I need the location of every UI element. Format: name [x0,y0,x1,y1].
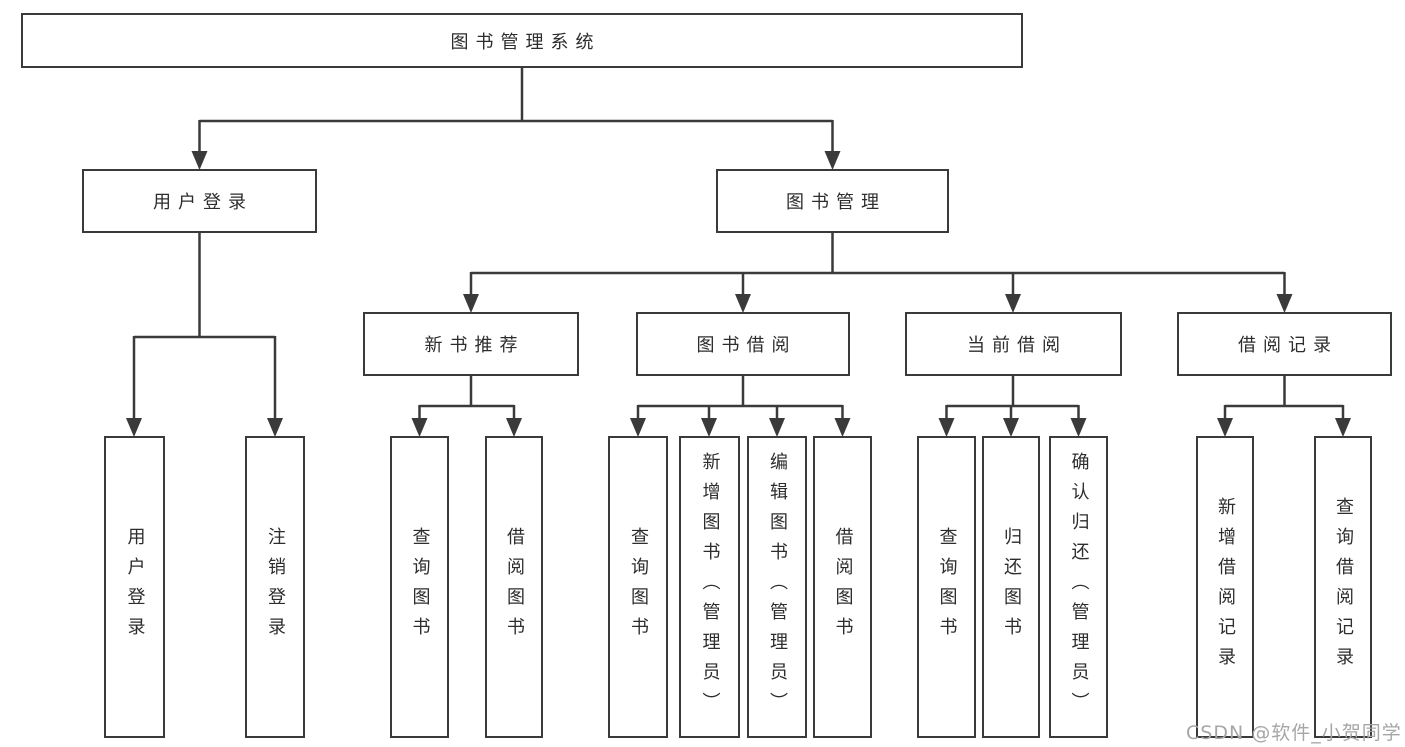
node-book-management: 图书管理 [716,169,949,233]
leaf-query-borrow-record-label: 查询借阅记录 [1333,497,1354,677]
leaf-add-books-admin: 新增图书（管理员） [679,436,740,738]
leaf-user-login-label: 用户登录 [124,527,146,647]
leaf-logout-label: 注销登录 [265,527,286,647]
node-root: 图书管理系统 [21,13,1023,68]
leaf-recommend-query-books-label: 查询图书 [409,527,431,647]
node-user-login-label: 用户登录 [153,192,253,213]
node-new-book-recommend: 新书推荐 [363,312,579,376]
csdn-watermark: CSDN @软件_小贺同学 [1186,722,1402,744]
node-book-management-label: 图书管理 [786,192,886,213]
leaf-return-books-label: 归还图书 [1001,527,1022,647]
leaf-recommend-borrow-books-label: 借阅图书 [504,527,525,647]
node-current-borrow: 当前借阅 [905,312,1122,376]
leaf-recommend-query-books: 查询图书 [390,436,449,738]
leaf-borrow-query-books-label: 查询图书 [628,527,649,647]
leaf-user-login: 用户登录 [104,436,165,738]
leaf-current-query-books-label: 查询图书 [936,527,958,647]
leaf-return-books: 归还图书 [982,436,1040,738]
leaf-logout: 注销登录 [245,436,305,738]
leaf-add-borrow-record-label: 新增借阅记录 [1215,497,1236,677]
leaf-borrow-borrow-books-label: 借阅图书 [832,527,854,647]
leaf-confirm-return-admin-label: 确认归还（管理员） [1068,452,1090,722]
leaf-borrow-borrow-books: 借阅图书 [813,436,872,738]
leaf-edit-books-admin-label: 编辑图书（管理员） [767,452,788,722]
leaf-recommend-borrow-books: 借阅图书 [485,436,543,738]
leaf-current-query-books: 查询图书 [917,436,976,738]
leaf-add-books-admin-label: 新增图书（管理员） [699,452,721,722]
leaf-query-borrow-record: 查询借阅记录 [1314,436,1372,738]
node-book-borrow: 图书借阅 [636,312,850,376]
node-borrow-records: 借阅记录 [1177,312,1392,376]
leaf-edit-books-admin: 编辑图书（管理员） [747,436,807,738]
node-borrow-records-label: 借阅记录 [1238,335,1338,356]
leaf-confirm-return-admin: 确认归还（管理员） [1049,436,1108,738]
node-new-book-recommend-label: 新书推荐 [424,335,525,356]
node-root-label: 图书管理系统 [450,31,601,53]
node-book-borrow-label: 图书借阅 [696,335,797,356]
leaf-borrow-query-books: 查询图书 [608,436,668,738]
node-current-borrow-label: 当前借阅 [967,335,1067,356]
node-user-login: 用户登录 [82,169,317,233]
leaf-add-borrow-record: 新增借阅记录 [1196,436,1254,738]
